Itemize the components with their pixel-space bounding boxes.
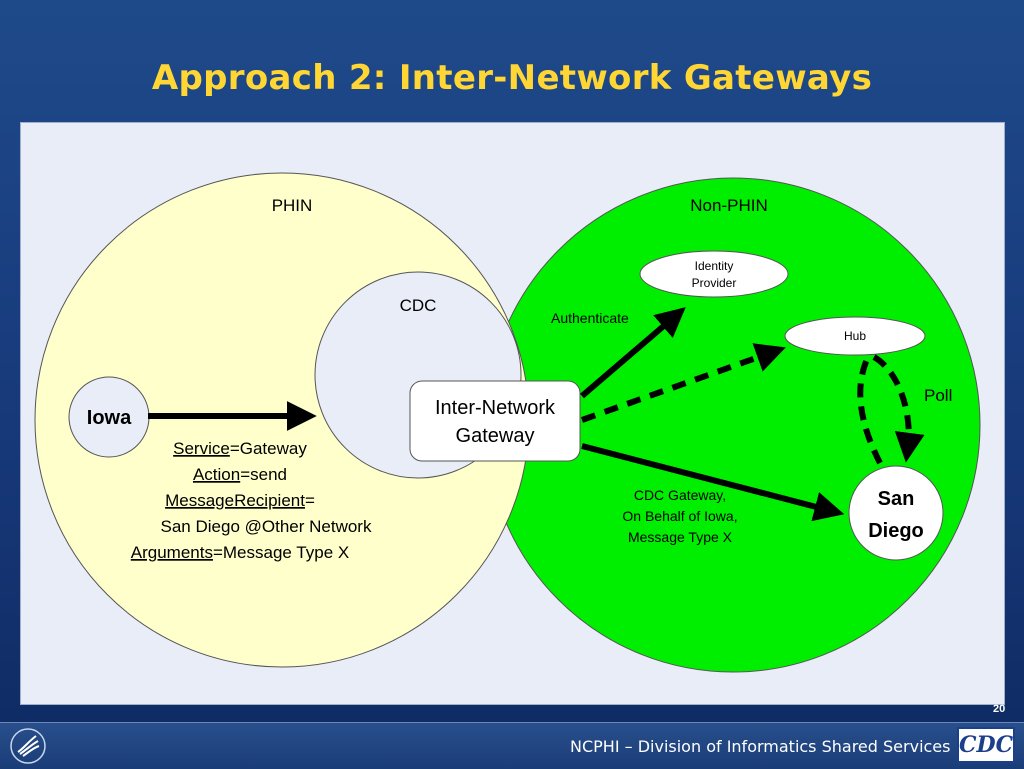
action-key: Action [193, 465, 240, 484]
cdc-logo: CDC [957, 727, 1015, 763]
message-recipient-line: MessageRecipient= [165, 491, 315, 510]
authenticate-arrow [580, 307, 686, 399]
san-diego-line1: San [878, 488, 915, 510]
identity-provider-line2: Provider [692, 276, 737, 290]
delivery-arrow [581, 443, 845, 522]
gateway-label-line2: Gateway [456, 425, 535, 447]
action-value: =send [240, 465, 287, 484]
delivery-line2: On Behalf of Iowa, [622, 508, 737, 524]
delivery-line1: CDC Gateway, [634, 487, 726, 503]
slide-title: Approach 2: Inter-Network Gateways [151, 58, 873, 98]
page-number: 20 [993, 703, 1006, 715]
san-diego-circle [848, 465, 944, 561]
message-service-line: Service=Gateway [173, 439, 307, 458]
message-recipient-line2: San Diego @Other Network [161, 517, 372, 536]
footer-text: NCPHI – Division of Informatics Shared S… [570, 737, 951, 756]
authenticate-label: Authenticate [551, 310, 629, 326]
recipient-value: = [305, 491, 315, 510]
cdc-label: CDC [400, 296, 437, 315]
identity-provider-node [639, 250, 789, 298]
delivery-line3: Message Type X [628, 529, 733, 545]
poll-loop-up [857, 355, 883, 465]
hub-node [784, 316, 926, 356]
footer-bar [0, 722, 1024, 769]
gateway-to-hub-dashed-arrow [580, 343, 786, 423]
non-phin-label: Non-PHIN [690, 196, 767, 215]
arguments-key: Arguments [131, 543, 213, 562]
phin-label: PHIN [272, 196, 313, 215]
hub-label: Hub [844, 329, 866, 343]
recipient-key: MessageRecipient [165, 491, 305, 510]
inter-network-gateway-node [409, 380, 581, 462]
iowa-label: Iowa [87, 407, 132, 429]
gateway-label-line1: Inter-Network [435, 397, 556, 419]
poll-label: Poll [924, 386, 952, 405]
service-value: =Gateway [230, 439, 308, 458]
poll-loop-down [872, 354, 925, 463]
arguments-value: =Message Type X [213, 543, 349, 562]
message-action-line: Action=send [193, 465, 287, 484]
message-arguments-line: Arguments=Message Type X [131, 543, 349, 562]
service-key: Service [173, 439, 230, 458]
identity-provider-line1: Identity [695, 259, 734, 273]
hhs-eagle-icon [10, 728, 46, 764]
san-diego-line2: Diego [868, 520, 924, 542]
